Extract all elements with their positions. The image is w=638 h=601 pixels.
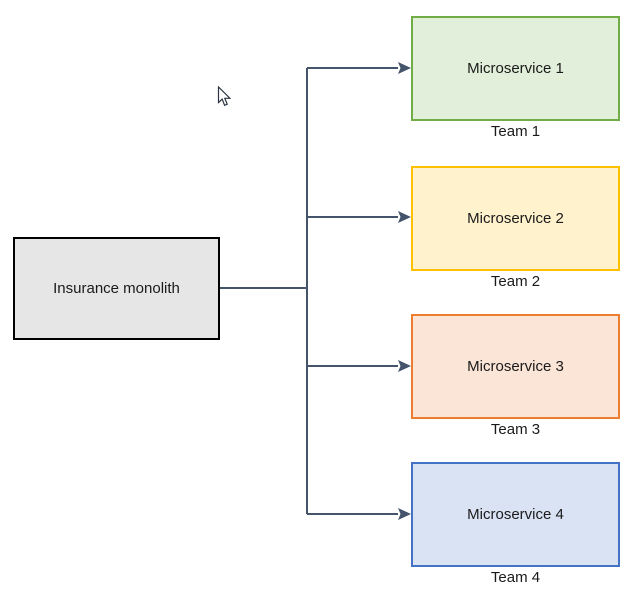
microservice-4-label: Microservice 4 — [467, 506, 564, 523]
microservice-3-label: Microservice 3 — [467, 358, 564, 375]
mouse-cursor-icon — [217, 86, 231, 107]
connector-group — [219, 62, 411, 520]
microservice-2-label: Microservice 2 — [467, 210, 564, 227]
microservice-1-node: Microservice 1 — [411, 16, 620, 121]
team-4-label: Team 4 — [490, 569, 541, 586]
team-1-label: Team 1 — [490, 123, 541, 140]
insurance-monolith-node: Insurance monolith — [13, 237, 220, 340]
microservice-3-node: Microservice 3 — [411, 314, 620, 419]
team-2-label: Team 2 — [490, 273, 541, 290]
microservice-1-label: Microservice 1 — [467, 60, 564, 77]
microservice-2-node: Microservice 2 — [411, 166, 620, 271]
team-3-label: Team 3 — [490, 421, 541, 438]
insurance-monolith-label: Insurance monolith — [53, 280, 180, 297]
microservice-4-node: Microservice 4 — [411, 462, 620, 567]
